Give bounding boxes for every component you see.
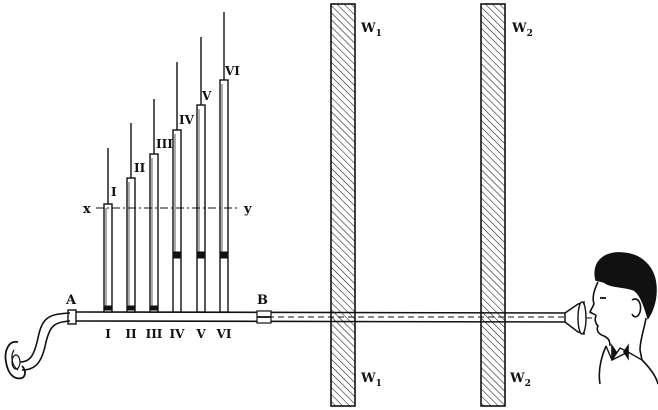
tube-5 bbox=[196, 37, 206, 313]
tube-2-top-label: II bbox=[134, 161, 146, 175]
ear-tube bbox=[19, 312, 71, 371]
wall-1-label-top: W1 bbox=[360, 21, 382, 39]
tube-6-top-label: VI bbox=[224, 64, 240, 78]
label-b: B bbox=[257, 293, 268, 308]
listener-head-icon bbox=[586, 252, 658, 385]
svg-text:W1: W1 bbox=[360, 371, 382, 389]
main-tube bbox=[67, 309, 576, 325]
wall-2-letter-bottom: W bbox=[509, 371, 525, 386]
label-y: y bbox=[243, 202, 252, 217]
wall-2-subscript: 2 bbox=[527, 29, 533, 39]
tube-4 bbox=[172, 62, 182, 313]
tube-1-top-label: I bbox=[111, 185, 117, 199]
wall-2-label-bottom: W2 bbox=[509, 371, 531, 389]
tube-2-bottom-label: II bbox=[125, 327, 137, 341]
svg-text:W1: W1 bbox=[360, 21, 382, 39]
wall-1-label-bottom: W1 bbox=[360, 371, 382, 389]
wall-1-letter-bottom: W bbox=[360, 371, 376, 386]
trumpet-mouthpiece bbox=[564, 300, 587, 336]
wall-2-letter: W bbox=[511, 21, 527, 36]
tube-1 bbox=[103, 148, 113, 313]
label-a: A bbox=[65, 293, 77, 308]
svg-text:W2: W2 bbox=[511, 21, 533, 39]
tube-3 bbox=[149, 99, 159, 313]
label-x: x bbox=[83, 202, 91, 217]
tube-1-bottom-label: I bbox=[105, 327, 111, 341]
tube-4-top-label: IV bbox=[179, 113, 195, 127]
tube-bottom-labels: I II III IV V VI bbox=[105, 327, 232, 341]
tube-3-bottom-label: III bbox=[146, 327, 163, 341]
resonator-tubes bbox=[103, 12, 229, 313]
wall-2 bbox=[480, 3, 506, 407]
tube-4-bottom-label: IV bbox=[170, 327, 186, 341]
tube-2 bbox=[126, 123, 136, 313]
wall-1-subscript-bottom: 1 bbox=[376, 379, 382, 389]
tube-top-labels: I II III IV V VI bbox=[111, 64, 240, 199]
tube-6-bottom-label: VI bbox=[216, 327, 232, 341]
wall-2-label-top: W2 bbox=[511, 21, 533, 39]
svg-text:W2: W2 bbox=[509, 371, 531, 389]
tube-3-top-label: III bbox=[156, 137, 173, 151]
tube-5-bottom-label: V bbox=[195, 327, 206, 341]
wall-1 bbox=[330, 3, 356, 407]
ear-icon bbox=[4, 340, 26, 380]
wall-2-subscript-bottom: 2 bbox=[525, 379, 531, 389]
tube-5-top-label: V bbox=[201, 89, 212, 103]
tube-6 bbox=[219, 12, 229, 313]
wall-1-letter: W bbox=[360, 21, 376, 36]
wall-1-subscript: 1 bbox=[376, 29, 382, 39]
